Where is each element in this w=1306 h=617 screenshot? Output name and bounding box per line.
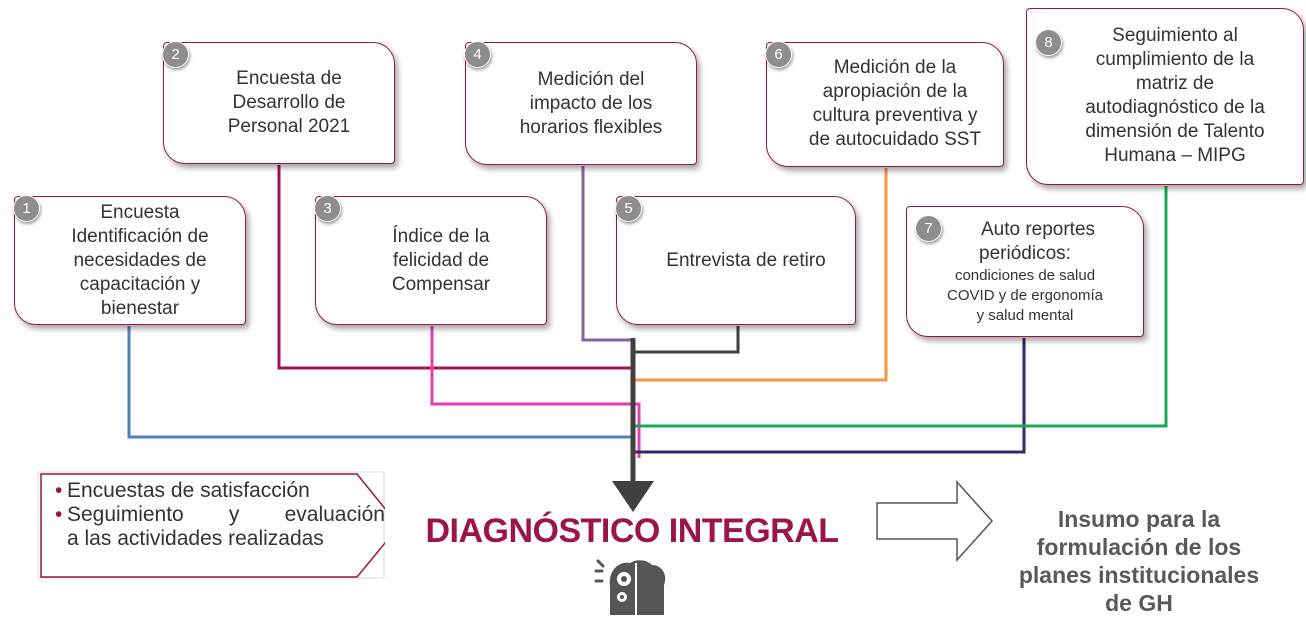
text-line: impacto de los (529, 92, 653, 114)
box-auto-reportes: 7 Auto reportes periódicos: condiciones … (906, 206, 1144, 337)
text-line: apropiación de la (822, 80, 968, 102)
output-text: Insumo para la formulación de los planes… (1018, 506, 1260, 616)
text-line: Medición del (537, 68, 645, 90)
connector-line-7 (633, 338, 1026, 454)
satisfaction-item: Seguimiento y evaluación a las actividad… (55, 503, 385, 551)
text-line: Encuesta de (236, 68, 342, 89)
text-line: horarios flexibles (519, 116, 663, 138)
text-line: Entrevista de retiro (666, 249, 826, 271)
brain-gear-icon (594, 559, 666, 615)
number-badge: 6 (765, 41, 792, 68)
connector-line-3 (430, 326, 641, 458)
box-medicion-horarios: 4 Medición del impacto de los horarios f… (464, 41, 697, 165)
text-line: capacitación y (79, 273, 201, 295)
center-title: DIAGNÓSTICO INTEGRAL (425, 512, 839, 550)
number-badge: 2 (162, 41, 189, 68)
box-text: Medición del impacto de los horarios fle… (494, 49, 688, 158)
text-line: felicidad de (392, 249, 490, 271)
text-line: Medición de la (833, 56, 957, 78)
connector-line-8 (633, 186, 1168, 428)
number-badge: 1 (13, 195, 40, 222)
box-encuesta-desarrollo: 2 Encuesta de Desarrollo de Personal 202… (162, 41, 395, 164)
number-badge: 4 (464, 41, 491, 68)
box-text: Entrevista de retiro (645, 203, 847, 318)
arrow-down-icon (612, 481, 654, 512)
connector-line-5 (633, 326, 740, 354)
satisfaction-list: Encuestas de satisfacción Seguimiento y … (55, 479, 385, 551)
text-line: Desarrollo de (232, 92, 346, 113)
box-medicion-cultura-sst: 6 Medición de la apropiación de la cultu… (765, 41, 1004, 167)
box-text: Encuesta de Desarrollo de Personal 2021 (192, 49, 386, 157)
box-text: Índice de la felicidad de Compensar (344, 203, 538, 318)
connector-line-4 (581, 166, 633, 342)
text-line: COVID y de ergonomía (947, 286, 1103, 304)
text-line: Índice de la (392, 225, 490, 247)
text-line: y salud mental (976, 306, 1074, 324)
box-encuesta-necesidades: 1 Encuesta Identificación de necesidades… (13, 195, 246, 325)
box-text: Seguimiento al cumplimiento de la matriz… (1055, 13, 1295, 178)
satisfaction-item-line: Seguimiento y evaluación (67, 503, 385, 526)
text-line: Auto reportes (980, 218, 1096, 240)
connector-line-6 (633, 168, 888, 382)
text-line: cumplimiento de la (1095, 48, 1255, 70)
arrow-right-icon (876, 480, 994, 562)
number-badge: 3 (314, 195, 341, 222)
satisfaction-callout: Encuestas de satisfacción Seguimiento y … (37, 471, 385, 579)
text-line: condiciones de salud (954, 266, 1096, 284)
box-text: Encuesta Identificación de necesidades d… (43, 201, 237, 319)
box-text: Medición de la apropiación de la cultura… (795, 47, 995, 160)
text-line: Humana – MIPG (1104, 144, 1246, 166)
box-entrevista-retiro: 5 Entrevista de retiro (615, 195, 856, 325)
text-line: Encuesta (100, 201, 180, 223)
satisfaction-item-line: a las actividades realizadas (67, 527, 324, 550)
text-line: cultura preventiva y (812, 104, 978, 126)
text-line: bienestar (100, 297, 180, 319)
satisfaction-item: Encuestas de satisfacción (55, 479, 385, 503)
number-badge: 7 (915, 215, 942, 242)
box-text: Auto reportes periódicos: condiciones de… (915, 213, 1135, 330)
text-line: de autocuidado SST (808, 128, 982, 150)
text-line: Identificación de (71, 225, 209, 247)
number-badge: 8 (1035, 29, 1062, 56)
text-line: Compensar (391, 273, 491, 295)
text-line: dimensión de Talento (1085, 120, 1265, 142)
text-line: necesidades de (73, 249, 207, 271)
text-line: Personal 2021 (227, 116, 351, 137)
connector-line-2 (277, 165, 633, 370)
text-line: Seguimiento al (1112, 24, 1238, 46)
box-indice-felicidad: 3 Índice de la felicidad de Compensar (314, 195, 547, 325)
text-line: periódicos: (979, 242, 1071, 264)
text-line: matriz de (1135, 72, 1215, 94)
text-line: autodiagnóstico de la (1085, 96, 1265, 118)
connector-line-1 (127, 326, 633, 439)
box-seguimiento-mipg: 8 Seguimiento al cumplimiento de la matr… (1026, 8, 1304, 185)
number-badge: 5 (615, 195, 642, 222)
